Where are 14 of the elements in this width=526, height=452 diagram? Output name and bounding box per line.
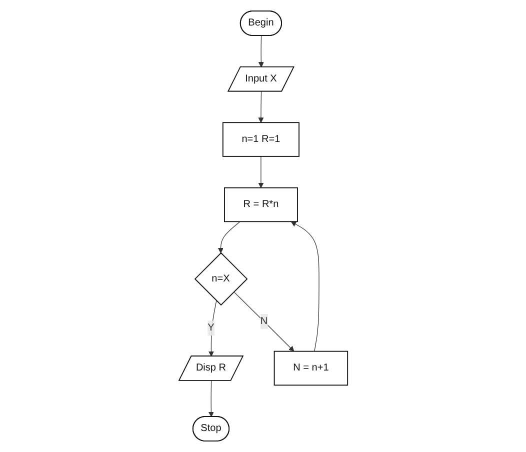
edge-label: N xyxy=(260,316,268,327)
arrow xyxy=(208,380,214,418)
node-box: N = n+1 xyxy=(274,350,348,386)
node-box: n=1 R=1 xyxy=(222,122,300,157)
arrow xyxy=(233,292,294,352)
arrow xyxy=(208,300,216,357)
edge-label: Y xyxy=(207,322,214,334)
arrow xyxy=(218,221,240,254)
node-box: R = R*n xyxy=(224,187,298,222)
node-diamond: n=X xyxy=(194,252,248,306)
arrow xyxy=(258,91,264,123)
arrow xyxy=(290,221,320,352)
arrow xyxy=(258,156,264,188)
arrow xyxy=(258,35,264,68)
